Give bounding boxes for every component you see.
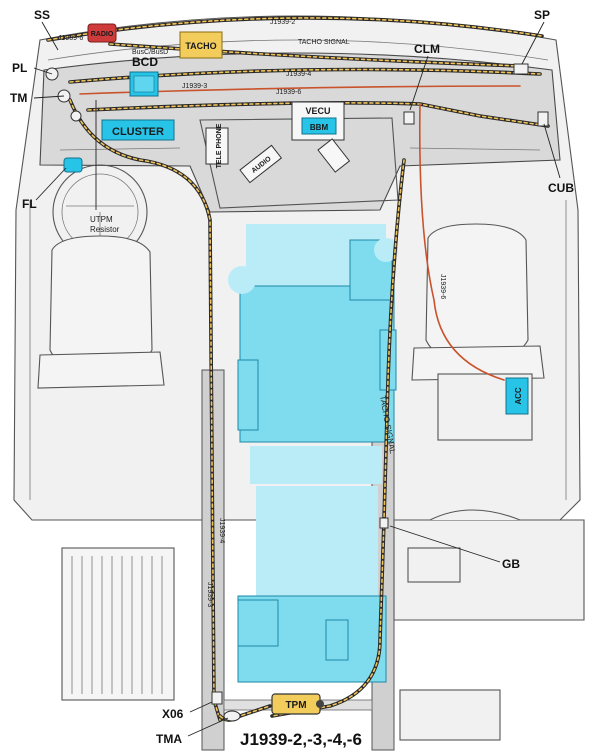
- callout-pl: PL: [12, 61, 27, 75]
- cluster-label: CLUSTER: [112, 126, 164, 138]
- tma-connector: [223, 710, 241, 722]
- telephone-label: TELE PHONE: [216, 123, 223, 168]
- wire-label-j1939-6-left: J1939-6: [58, 35, 83, 42]
- right-tank: [393, 509, 585, 741]
- wire-label-tacho-signal-top: TACHO SIGNAL: [298, 39, 350, 46]
- telephone-module: TELE PHONE: [205, 123, 229, 168]
- callout-ss: SS: [34, 8, 50, 22]
- passenger-seat: [411, 223, 545, 381]
- callout-fl: FL: [22, 197, 37, 211]
- wire-label-j1939-4-top: J1939-4: [286, 71, 311, 78]
- transmission: [237, 446, 387, 683]
- leader-lines: [33, 21, 561, 737]
- bcd-label: BCD: [132, 55, 158, 69]
- bbm-label: BBM: [310, 123, 329, 132]
- engine: [228, 224, 398, 443]
- radio-module: RADIO: [87, 23, 117, 43]
- harness-left-down: [68, 98, 222, 722]
- harness-right-down: [270, 103, 505, 718]
- callout-clm: CLM: [414, 42, 440, 56]
- vecu-label: VECU: [305, 106, 330, 116]
- x06-connector: [211, 691, 223, 705]
- callout-tm: TM: [10, 91, 27, 105]
- small-ecu: [317, 138, 351, 173]
- acc-module: ACC: [505, 377, 529, 415]
- gb-sensor: [379, 517, 389, 529]
- tpm-module: TPM: [271, 693, 324, 715]
- right-connectors: [403, 63, 549, 127]
- diagram-title: J1939-2,-3,-4,-6: [240, 730, 362, 749]
- callout-gb: GB: [502, 557, 520, 571]
- wire-label-j1939-3-side: J1939-3: [206, 582, 213, 607]
- tacho-module: TACHO: [179, 31, 223, 59]
- tpm-label: TPM: [285, 700, 306, 711]
- wire-label-j1939-6-top: J1939-6: [276, 89, 301, 96]
- driver-seat: [37, 235, 165, 389]
- cluster-module: CLUSTER: [101, 119, 175, 141]
- step-grill: [61, 547, 175, 701]
- utpm-label-line2: Resistor: [90, 225, 120, 234]
- utpm-label-line1: UTPM: [90, 215, 113, 224]
- wire-label-j1939-4-side: J1939-4: [218, 518, 225, 543]
- radio-label: RADIO: [91, 31, 114, 38]
- callout-x06: X06: [162, 707, 184, 721]
- wire-label-j1939-6-right: J1939-6: [439, 274, 446, 299]
- fl-connector: [63, 157, 83, 173]
- wire-label-j1939-3-top: J1939-3: [182, 83, 207, 90]
- wire-label-j1939-2: J1939-2: [270, 19, 295, 26]
- vecu-module: VECU BBM: [291, 101, 345, 141]
- callout-cub: CUB: [548, 181, 574, 195]
- acc-label: ACC: [514, 387, 523, 405]
- callout-sp: SP: [534, 8, 550, 22]
- callout-tma: TMA: [156, 732, 182, 746]
- bcd-module: [129, 71, 159, 97]
- tacho-label: TACHO: [185, 41, 216, 51]
- bcd-sub-label: BusC/BusD: [132, 49, 168, 56]
